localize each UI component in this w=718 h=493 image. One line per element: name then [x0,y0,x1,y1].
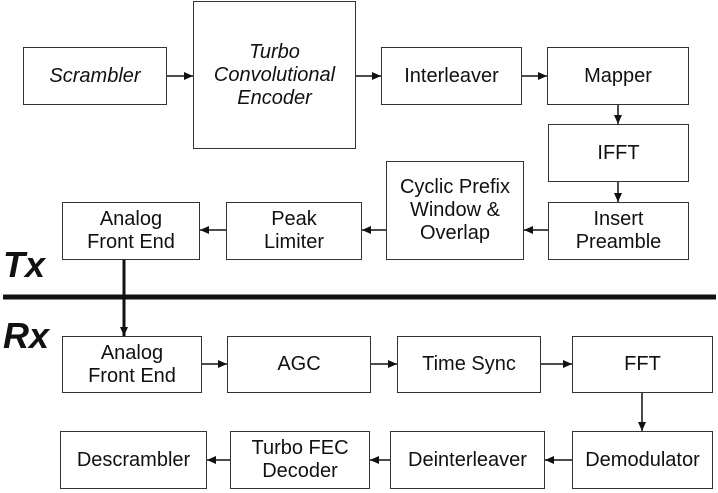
turbo-fec-decoder-block: Turbo FEC Decoder [230,431,370,489]
deinterleaver-block: Deinterleaver [390,431,545,489]
ifft-block: IFFT [548,124,689,182]
fft-block: FFT [572,336,713,393]
scrambler-block: Scrambler [23,47,167,105]
tx-analog-front-end-block: Analog Front End [62,202,200,260]
peak-limiter-block: Peak Limiter [226,202,362,260]
time-sync-block: Time Sync [397,336,541,393]
tx-label: Tx [3,244,46,285]
cyclic-prefix-window-overlap-block: Cyclic Prefix Window & Overlap [386,161,524,260]
turbo-convolutional-encoder-block: Turbo Convolutional Encoder [193,1,356,149]
rx-label: Rx [3,315,50,356]
rx-analog-front-end-block: Analog Front End [62,336,202,393]
agc-block: AGC [227,336,371,393]
insert-preamble-block: Insert Preamble [548,202,689,260]
interleaver-block: Interleaver [381,47,522,105]
descrambler-block: Descrambler [60,431,207,489]
mapper-block: Mapper [547,47,689,105]
demodulator-block: Demodulator [572,431,713,489]
